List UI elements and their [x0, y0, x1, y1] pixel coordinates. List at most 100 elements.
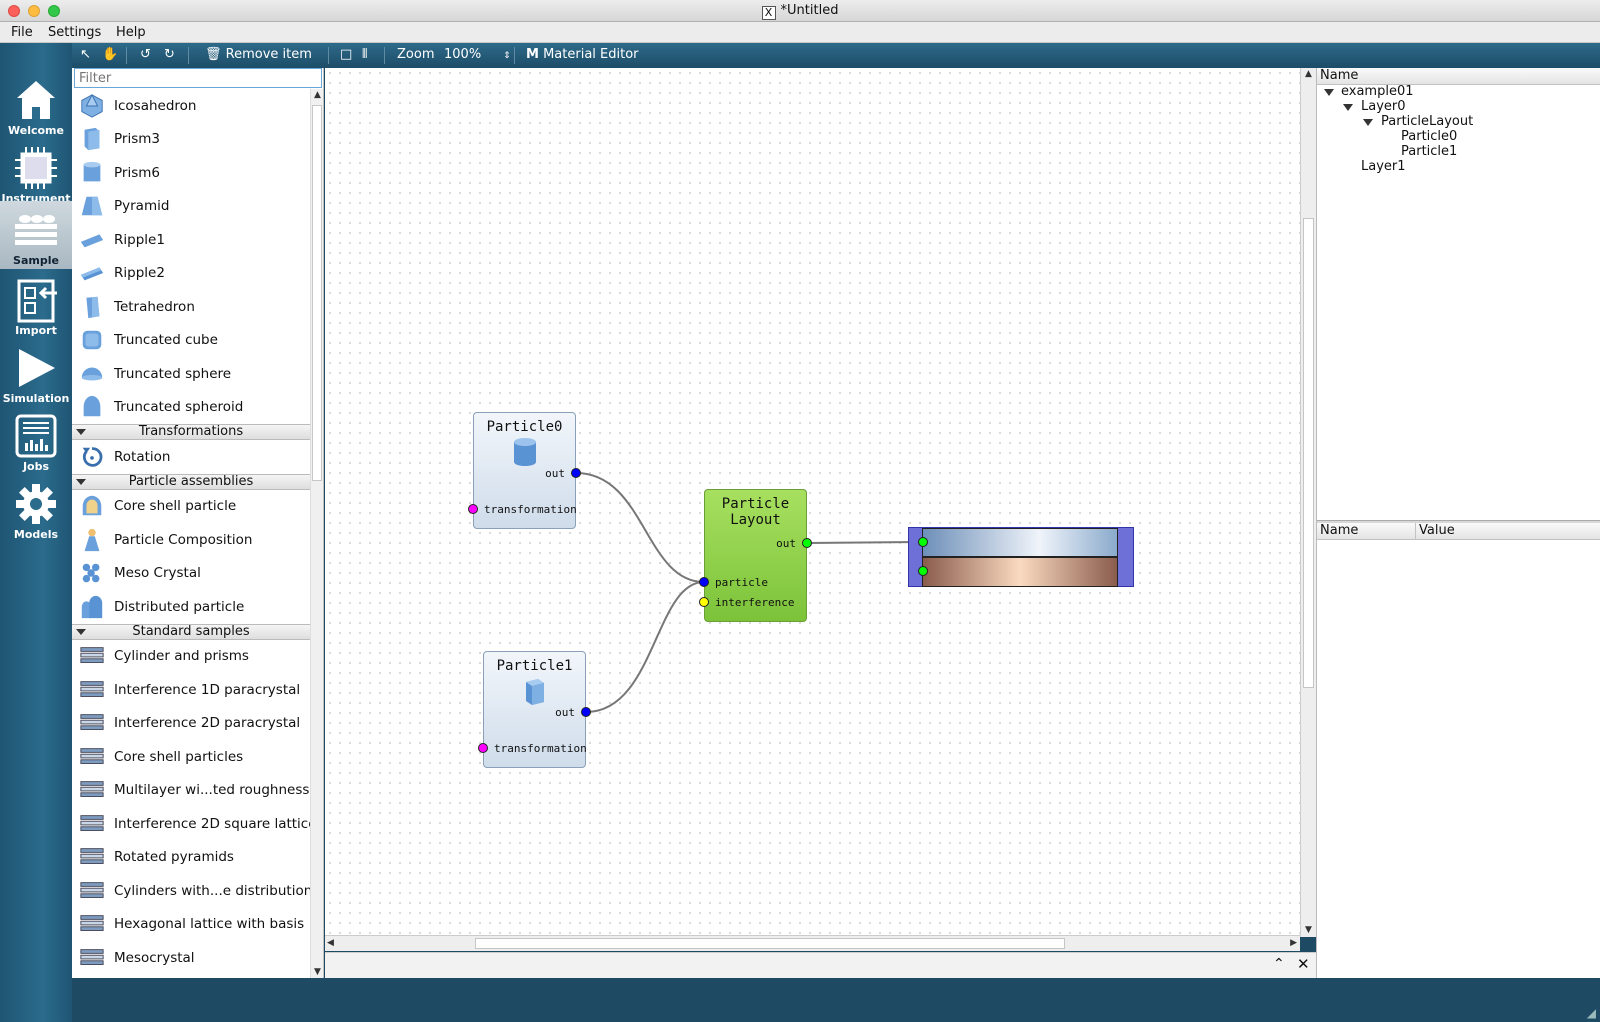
pan-mode-icon[interactable]: ✋ [102, 47, 119, 62]
scroll-down-icon[interactable]: ▼ [1305, 925, 1312, 935]
fit-view-icon[interactable]: □ [340, 47, 353, 62]
palette-item-hexagonal-lattice-with-basis[interactable]: Hexagonal lattice with basis [72, 908, 310, 942]
tree-item-layer0[interactable]: Layer0 [1361, 99, 1406, 114]
close-dock-icon[interactable]: ✕ [1297, 955, 1310, 973]
particle-layout-node[interactable]: Particle Layout out particle interferenc… [704, 489, 807, 622]
layout-interference-port[interactable] [699, 597, 709, 607]
palette-item-rotated-pyramids[interactable]: Rotated pyramids [72, 841, 310, 875]
palette-item-distributed-particle[interactable]: Distributed particle [72, 590, 310, 624]
particle1-transformation-port[interactable] [478, 743, 488, 753]
multilayer-node[interactable] [908, 527, 1134, 587]
minimize-window-button[interactable] [28, 5, 40, 17]
jobs-icon [15, 414, 57, 458]
maximize-window-button[interactable] [48, 5, 60, 17]
section-particle-assemblies[interactable]: Particle assemblies [72, 473, 310, 490]
nav-jobs[interactable]: Jobs [0, 407, 72, 475]
palette-item-rotation[interactable]: Rotation [72, 440, 310, 474]
undo-icon[interactable]: ↺ [140, 47, 151, 62]
layout-out-port[interactable] [802, 538, 812, 548]
particle0-transformation-port[interactable] [468, 504, 478, 514]
particle0-out-port[interactable] [571, 468, 581, 478]
tree-item-example01[interactable]: example01 [1341, 84, 1414, 99]
panel-splitter[interactable] [1317, 520, 1600, 523]
palette-item-core-shell-particles[interactable]: Core shell particles [72, 740, 310, 774]
nav-models[interactable]: Models [0, 475, 72, 543]
section-transformations[interactable]: Transformations [72, 424, 310, 440]
align-icon[interactable]: ⫴ [362, 47, 368, 62]
palette-item-prism3[interactable]: Prism3 [72, 123, 310, 157]
palette-item-ripple1[interactable]: Ripple1 [72, 223, 310, 257]
palette-item-mesocrystal[interactable]: Mesocrystal [72, 941, 310, 975]
palette-item-core-shell-particle[interactable]: Core shell particle [72, 490, 310, 524]
scroll-up-icon[interactable]: ▲ [1305, 69, 1312, 79]
palette-item-cylinders-with-e-distribution[interactable]: Cylinders with...e distribution [72, 874, 310, 908]
particle0-node[interactable]: Particle0 out transformation [473, 412, 577, 529]
palette-item-interference-2d-square-lattice[interactable]: Interference 2D square lattice [72, 807, 310, 841]
canvas-hscroll-thumb[interactable] [475, 938, 1065, 949]
expand-icon[interactable] [1363, 119, 1373, 126]
tree-item-particle1[interactable]: Particle1 [1401, 144, 1458, 159]
palette-item-interference-2d-paracrystal[interactable]: Interference 2D paracrystal [72, 707, 310, 741]
expand-icon[interactable] [1343, 104, 1353, 111]
palette-item-interference-1d-paracrystal[interactable]: Interference 1D paracrystal [72, 673, 310, 707]
material-editor-button[interactable]: M Material Editor [526, 47, 639, 62]
palette-item-icosahedron[interactable]: Icosahedron [72, 89, 310, 123]
scroll-up-icon[interactable]: ▲ [314, 90, 321, 100]
hexagonal-lattice-with-basis-icon [80, 915, 104, 932]
layer0-input-port[interactable] [918, 537, 928, 547]
chip-icon [15, 147, 57, 189]
remove-item-button[interactable]: 🗑 Remove item [205, 47, 312, 62]
nav-simulation[interactable]: Simulation [0, 339, 72, 407]
nav-instrument[interactable]: Instrument [0, 139, 72, 207]
resize-grip-icon[interactable]: ◢ [1586, 1006, 1596, 1020]
particle1-node[interactable]: Particle1 out transformation [483, 651, 587, 768]
layer1-block[interactable] [922, 557, 1118, 587]
palette-item-meso-crystal[interactable]: Meso Crystal [72, 557, 310, 591]
palette-scroll-thumb[interactable] [312, 105, 322, 481]
scroll-left-icon[interactable]: ◀ [327, 938, 334, 948]
palette-item-pyramid[interactable]: Pyramid [72, 190, 310, 224]
particle1-out-port[interactable] [581, 707, 591, 717]
palette-item-cylinder-and-prisms[interactable]: Cylinder and prisms [72, 640, 310, 674]
tree-item-layer1[interactable]: Layer1 [1361, 159, 1406, 174]
palette-item-label: Distributed particle [114, 598, 245, 615]
transformation-port-label: transformation [494, 742, 587, 755]
palette-item-particle-composition[interactable]: Particle Composition [72, 523, 310, 557]
canvas-vscroll-thumb[interactable] [1303, 218, 1314, 688]
remove-item-label: Remove item [225, 47, 312, 62]
icosahedron-icon [81, 93, 103, 118]
menu-settings[interactable]: Settings [48, 25, 102, 40]
select-mode-icon[interactable]: ↖ [80, 47, 91, 62]
palette-item-ripple2[interactable]: Ripple2 [72, 257, 310, 291]
layout-particle-port[interactable] [699, 577, 709, 587]
nav-welcome[interactable]: Welcome [0, 71, 72, 139]
menu-help[interactable]: Help [116, 25, 146, 40]
expand-dock-icon[interactable]: ⌃ [1273, 956, 1285, 972]
scroll-right-icon[interactable]: ▶ [1290, 938, 1297, 948]
scroll-down-icon[interactable]: ▼ [314, 967, 321, 977]
palette-item-truncated-sphere[interactable]: Truncated sphere [72, 357, 310, 391]
expand-icon[interactable] [1324, 89, 1334, 96]
canvas-vertical-scrollbar[interactable]: ▲ ▼ [1300, 68, 1316, 937]
nav-sample[interactable]: Sample [0, 201, 72, 269]
property-value-header: Value [1415, 523, 1455, 540]
nav-import[interactable]: Import [0, 271, 72, 339]
redo-icon[interactable]: ↻ [164, 47, 175, 62]
filter-input[interactable] [74, 68, 322, 88]
layer0-block[interactable] [922, 528, 1118, 557]
menu-file[interactable]: File [11, 25, 33, 40]
node-canvas[interactable]: Particle0 out transformation Particle1 o… [325, 68, 1300, 935]
palette-scrollbar[interactable]: ▲ ▼ [310, 89, 323, 978]
palette-item-truncated-cube[interactable]: Truncated cube [72, 324, 310, 358]
zoom-select[interactable]: 100%⇕ [444, 47, 511, 62]
layer1-input-port[interactable] [918, 566, 928, 576]
palette-item-prism6[interactable]: Prism6 [72, 156, 310, 190]
palette-item-multilayer-wi-ted-roughness[interactable]: Multilayer wi...ted roughness [72, 774, 310, 808]
tree-item-particle0[interactable]: Particle0 [1401, 129, 1458, 144]
close-window-button[interactable] [8, 5, 20, 17]
palette-item-truncated-spheroid[interactable]: Truncated spheroid [72, 391, 310, 425]
palette-item-tetrahedron[interactable]: Tetrahedron [72, 290, 310, 324]
tree-item-particlelayout[interactable]: ParticleLayout [1381, 114, 1474, 129]
canvas-horizontal-scrollbar[interactable]: ◀ ▶ [325, 935, 1300, 951]
section-standard-samples[interactable]: Standard samples [72, 623, 310, 640]
